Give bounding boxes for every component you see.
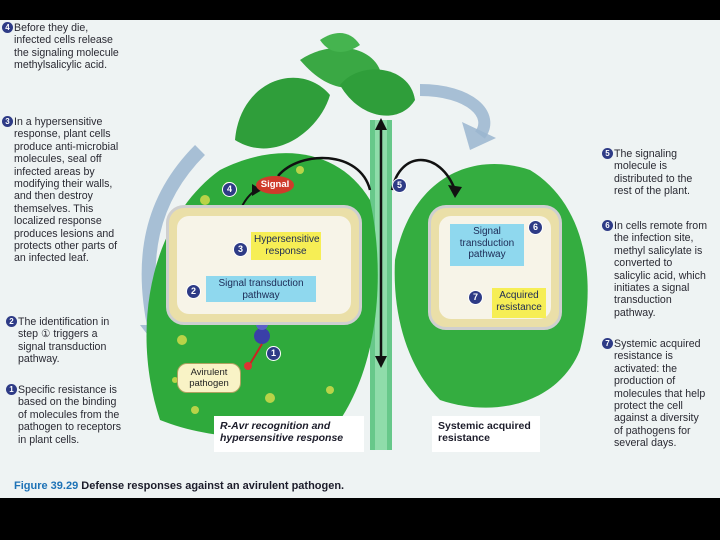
diagram-step-2: 2 <box>186 284 201 299</box>
signal-arrow-left <box>277 156 372 191</box>
signal-arrow-down-head <box>375 356 387 368</box>
signal-arrow-up-head <box>375 118 387 130</box>
diagram-step-1: 1 <box>266 346 281 361</box>
pathogen-molecule <box>244 362 252 370</box>
hypersensitive-response-box: Hypersensitive response <box>251 232 321 260</box>
signal-molecule: Signal <box>256 176 294 194</box>
avirulent-pathogen-label: Avirulent pathogen <box>177 363 241 393</box>
figure-caption-text: Defense responses against an avirulent p… <box>81 480 345 492</box>
pathogen-link <box>249 343 263 365</box>
figure-caption: Figure 39.29 Defense responses against a… <box>14 480 344 492</box>
top-leaf-left <box>235 77 330 149</box>
figure-label: Figure 39.29 <box>14 480 79 492</box>
curved-arrow-right-head <box>462 122 496 150</box>
signal-transduction-right-box: Signal transduction pathway <box>450 224 524 266</box>
acquired-resistance-box: Acquired resistance <box>492 288 546 318</box>
diagram-step-6: 6 <box>528 220 543 235</box>
top-leaf-bud <box>320 33 360 52</box>
diagram-step-7: 7 <box>468 290 483 305</box>
signal-transduction-left-box: Signal transduction pathway <box>206 276 316 302</box>
arrow-transduction-to-signal-head <box>252 184 262 196</box>
left-plant-cell <box>166 205 362 325</box>
diagram-step-4: 4 <box>222 182 237 197</box>
receptor <box>254 328 270 344</box>
caption-left: R-Avr recognition and hypersensitive res… <box>214 416 364 452</box>
caption-right: Systemic acquired resistance <box>432 416 540 452</box>
curved-arrow-right <box>419 84 491 139</box>
top-leaf-right <box>340 69 415 116</box>
signal-arrow-right-head <box>448 185 462 198</box>
diagram-step-3: 3 <box>233 242 248 257</box>
diagram-step-5: 5 <box>392 178 407 193</box>
